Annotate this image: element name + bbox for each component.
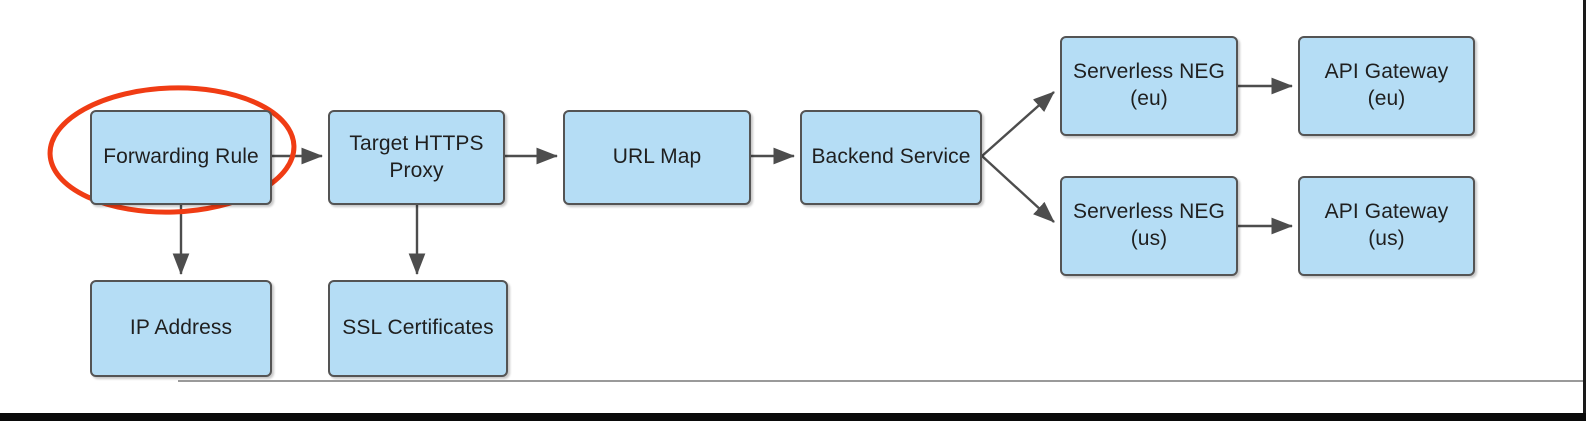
node-target-https-proxy[interactable]: Target HTTPS Proxy [328, 110, 505, 205]
node-serverless-neg-eu[interactable]: Serverless NEG (eu) [1060, 36, 1238, 136]
node-serverless-neg-us[interactable]: Serverless NEG (us) [1060, 176, 1238, 276]
node-forwarding-rule[interactable]: Forwarding Rule [90, 110, 272, 205]
node-api-gateway-us[interactable]: API Gateway (us) [1298, 176, 1475, 276]
highlight-ellipse-annotation [47, 85, 297, 215]
node-api-gateway-eu[interactable]: API Gateway (eu) [1298, 36, 1475, 136]
node-ssl-certificates[interactable]: SSL Certificates [328, 280, 508, 377]
horizontal-divider [178, 380, 1583, 382]
edge-backend-to-neg-eu [981, 91, 1055, 157]
node-ip-address[interactable]: IP Address [90, 280, 272, 377]
node-backend-service[interactable]: Backend Service [800, 110, 982, 205]
edge-backend-to-neg-us [981, 155, 1055, 223]
node-url-map[interactable]: URL Map [563, 110, 751, 205]
bottom-window-edge [0, 413, 1586, 421]
right-window-edge [1583, 0, 1586, 413]
